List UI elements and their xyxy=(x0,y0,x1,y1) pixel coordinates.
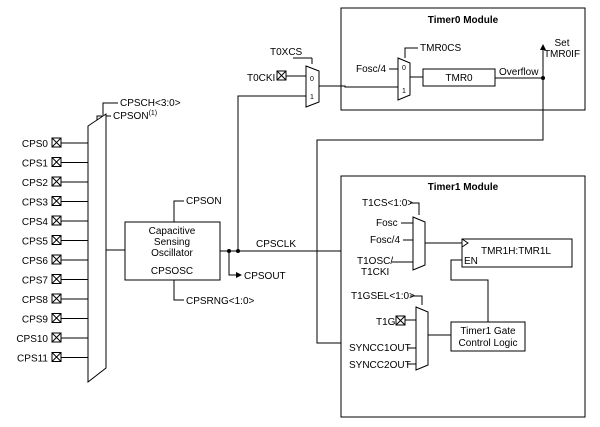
tmr1-clock-triangle xyxy=(461,238,469,248)
t1cki-label: T1CKI xyxy=(361,267,389,278)
osc-cpson-label: CPSON xyxy=(186,196,222,207)
tmr0if-arrow xyxy=(540,44,546,50)
cpsout-label: CPSOUT xyxy=(244,271,286,282)
timer0-fosc4-label: Fosc/4 xyxy=(356,64,386,75)
t1gsel-wire xyxy=(410,295,423,305)
cps-pin-label: CPS5 xyxy=(22,237,49,248)
oscillator-line4: CPSOSC xyxy=(151,266,193,277)
cpsclk-to-timer0-wire xyxy=(237,95,306,251)
cps-pin-label: CPS3 xyxy=(22,198,49,209)
cps-pin-label: CPS2 xyxy=(22,178,49,189)
cps-pin-x2 xyxy=(51,196,62,206)
oscillator-line2: Sensing xyxy=(154,237,190,248)
cps-pin-x2 xyxy=(51,332,62,343)
cps-pin-x2 xyxy=(51,254,62,265)
cpson-top-text: CPSON xyxy=(113,111,149,122)
cpsrng-wire xyxy=(173,280,184,301)
cps-pin-label: CPS8 xyxy=(22,295,49,306)
t1cs-label: T1CS<1:0> xyxy=(362,198,413,209)
t1g-label: T1G xyxy=(376,317,396,328)
t1cs-wire xyxy=(410,202,420,215)
oscillator-line1: Capacitive xyxy=(149,226,196,237)
tmr1-register xyxy=(461,238,573,268)
t0xcs-mux xyxy=(305,65,320,108)
cps-pin-x2 xyxy=(51,293,62,304)
cpsclk-junction-2 xyxy=(236,249,240,253)
timer0-module-title: Timer0 Module xyxy=(428,15,499,26)
cps-pin-x2 xyxy=(51,352,62,362)
tmr0if-label: TMR0IF xyxy=(544,49,580,60)
cpsout-wire xyxy=(228,251,238,276)
t1gsel-mux xyxy=(415,306,429,371)
tmr0cs-wire xyxy=(404,47,418,58)
t1-fosc4-label: Fosc/4 xyxy=(370,235,400,246)
tmr0cs-mux-in1: 1 xyxy=(402,88,406,95)
cps-pin-x2 xyxy=(51,313,62,323)
t1cs-mux xyxy=(412,216,426,271)
set-label: Set xyxy=(554,38,569,49)
oscillator-line3: Oscillator xyxy=(151,248,193,259)
tmr0cs-mux xyxy=(397,57,411,101)
en-label: EN xyxy=(464,256,478,267)
t1gsel-label: T1GSEL<1:0> xyxy=(351,291,415,302)
timer1-module-title: Timer1 Module xyxy=(428,182,499,193)
cpsclk-label: CPSCLK xyxy=(256,239,296,250)
tmr0cs-mux-in0: 0 xyxy=(402,65,406,72)
syncc1out-label: SYNCC1OUT xyxy=(349,343,411,354)
t1osc-label: T1OSC/ xyxy=(357,256,393,267)
t0cki-label: T0CKI xyxy=(247,73,275,84)
cps-pin-x2 xyxy=(51,137,62,148)
cps-pin-label: CPS10 xyxy=(16,334,48,345)
cpsch-label: CPSCH<3:0> xyxy=(120,98,181,109)
timer0-module-box xyxy=(340,7,586,111)
cps-pin-x2 xyxy=(51,176,62,187)
cps-pin-label: CPS6 xyxy=(22,256,49,267)
cps-pin-x2 xyxy=(51,274,62,284)
gate-line1: Timer1 Gate xyxy=(460,326,516,337)
cps-pin-x2 xyxy=(51,215,62,226)
capacitive-sensing-oscillator xyxy=(124,221,221,281)
gate-line2: Control Logic xyxy=(459,338,518,349)
t0xcs-mux-in1: 1 xyxy=(310,94,314,101)
tmr0cs-label: TMR0CS xyxy=(420,43,461,54)
osc-cpson-wire xyxy=(173,200,184,222)
timer1-module-box xyxy=(340,175,586,418)
cps-analog-mux xyxy=(87,113,107,384)
cps-pin-label: CPS11 xyxy=(17,354,48,365)
syncc2out-label: SYNCC2OUT xyxy=(349,360,411,371)
tmr0-label: TMR0 xyxy=(445,73,473,84)
cpson-footnote: (1) xyxy=(149,110,158,117)
cpsout-arrow xyxy=(236,272,242,278)
cps-pin-x2 xyxy=(51,157,62,167)
t0xcs-mux-in0: 0 xyxy=(310,76,314,83)
tmr1-label: TMR1H:TMR1L xyxy=(481,246,551,257)
cps-pin-label: CPS0 xyxy=(22,139,49,150)
cpson-top-label: CPSON(1) xyxy=(113,110,157,122)
cpsrng-label: CPSRNG<1:0> xyxy=(186,296,255,307)
cps-pin-label: CPS9 xyxy=(22,315,49,326)
overflow-label: Overflow xyxy=(499,67,539,78)
t0xcs-label: T0XCS xyxy=(270,47,303,58)
cps-pin-label: CPS4 xyxy=(22,217,49,228)
t1g-pin-x2 xyxy=(395,315,406,326)
cpsch-wire xyxy=(102,102,118,115)
t0cki-pin-x2 xyxy=(276,70,287,81)
cps-pin-label: CPS7 xyxy=(22,276,49,287)
t0xcs-out-wire xyxy=(319,85,398,88)
cps-pin-list: CPS0CPS1CPS2CPS3CPS4CPS5CPS6CPS7CPS8CPS9… xyxy=(16,137,88,365)
cps-pin-x2 xyxy=(51,235,62,245)
cps-pin-label: CPS1 xyxy=(22,159,49,170)
gate-to-en-wire xyxy=(450,259,489,322)
t1-fosc-label: Fosc xyxy=(376,218,398,229)
